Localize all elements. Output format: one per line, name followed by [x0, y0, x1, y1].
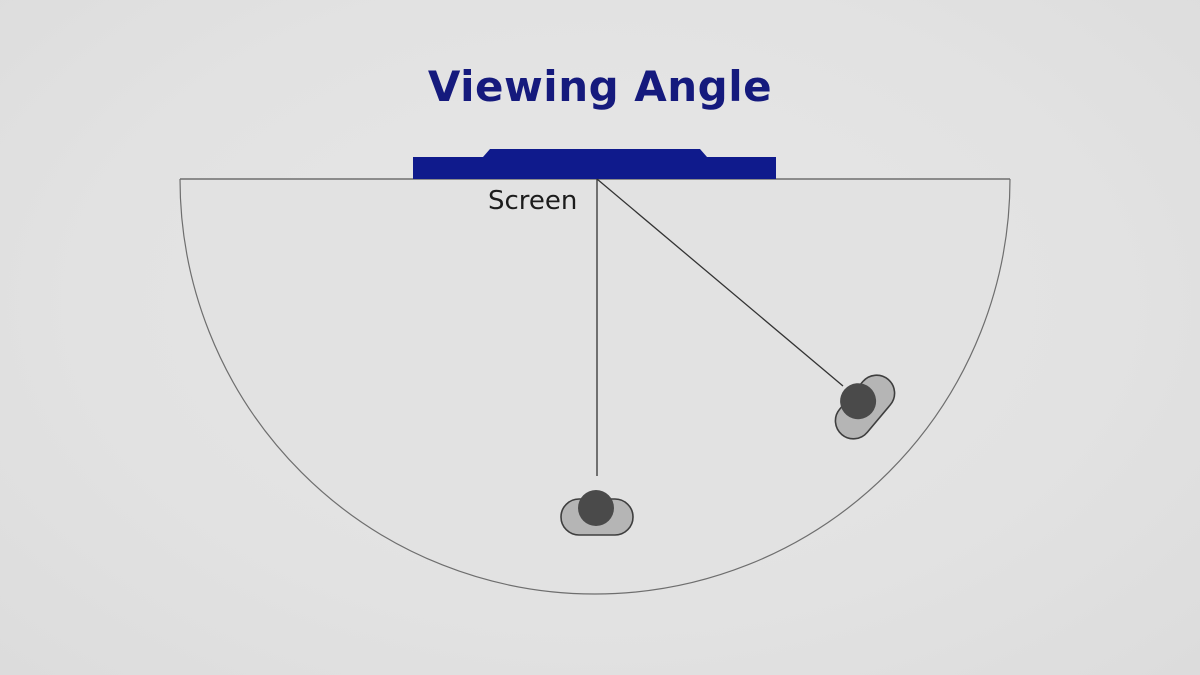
screen-stand: [483, 149, 707, 157]
sight-line-offaxis: [596, 178, 844, 387]
screen-label: Screen: [488, 186, 578, 216]
diagram-title: Viewing Angle: [427, 62, 773, 111]
viewing-area-semicircle: [179, 178, 1011, 595]
viewer-center-icon: [560, 490, 634, 536]
viewer-offaxis-icon: [834, 374, 896, 440]
screen-panel: [413, 157, 776, 179]
